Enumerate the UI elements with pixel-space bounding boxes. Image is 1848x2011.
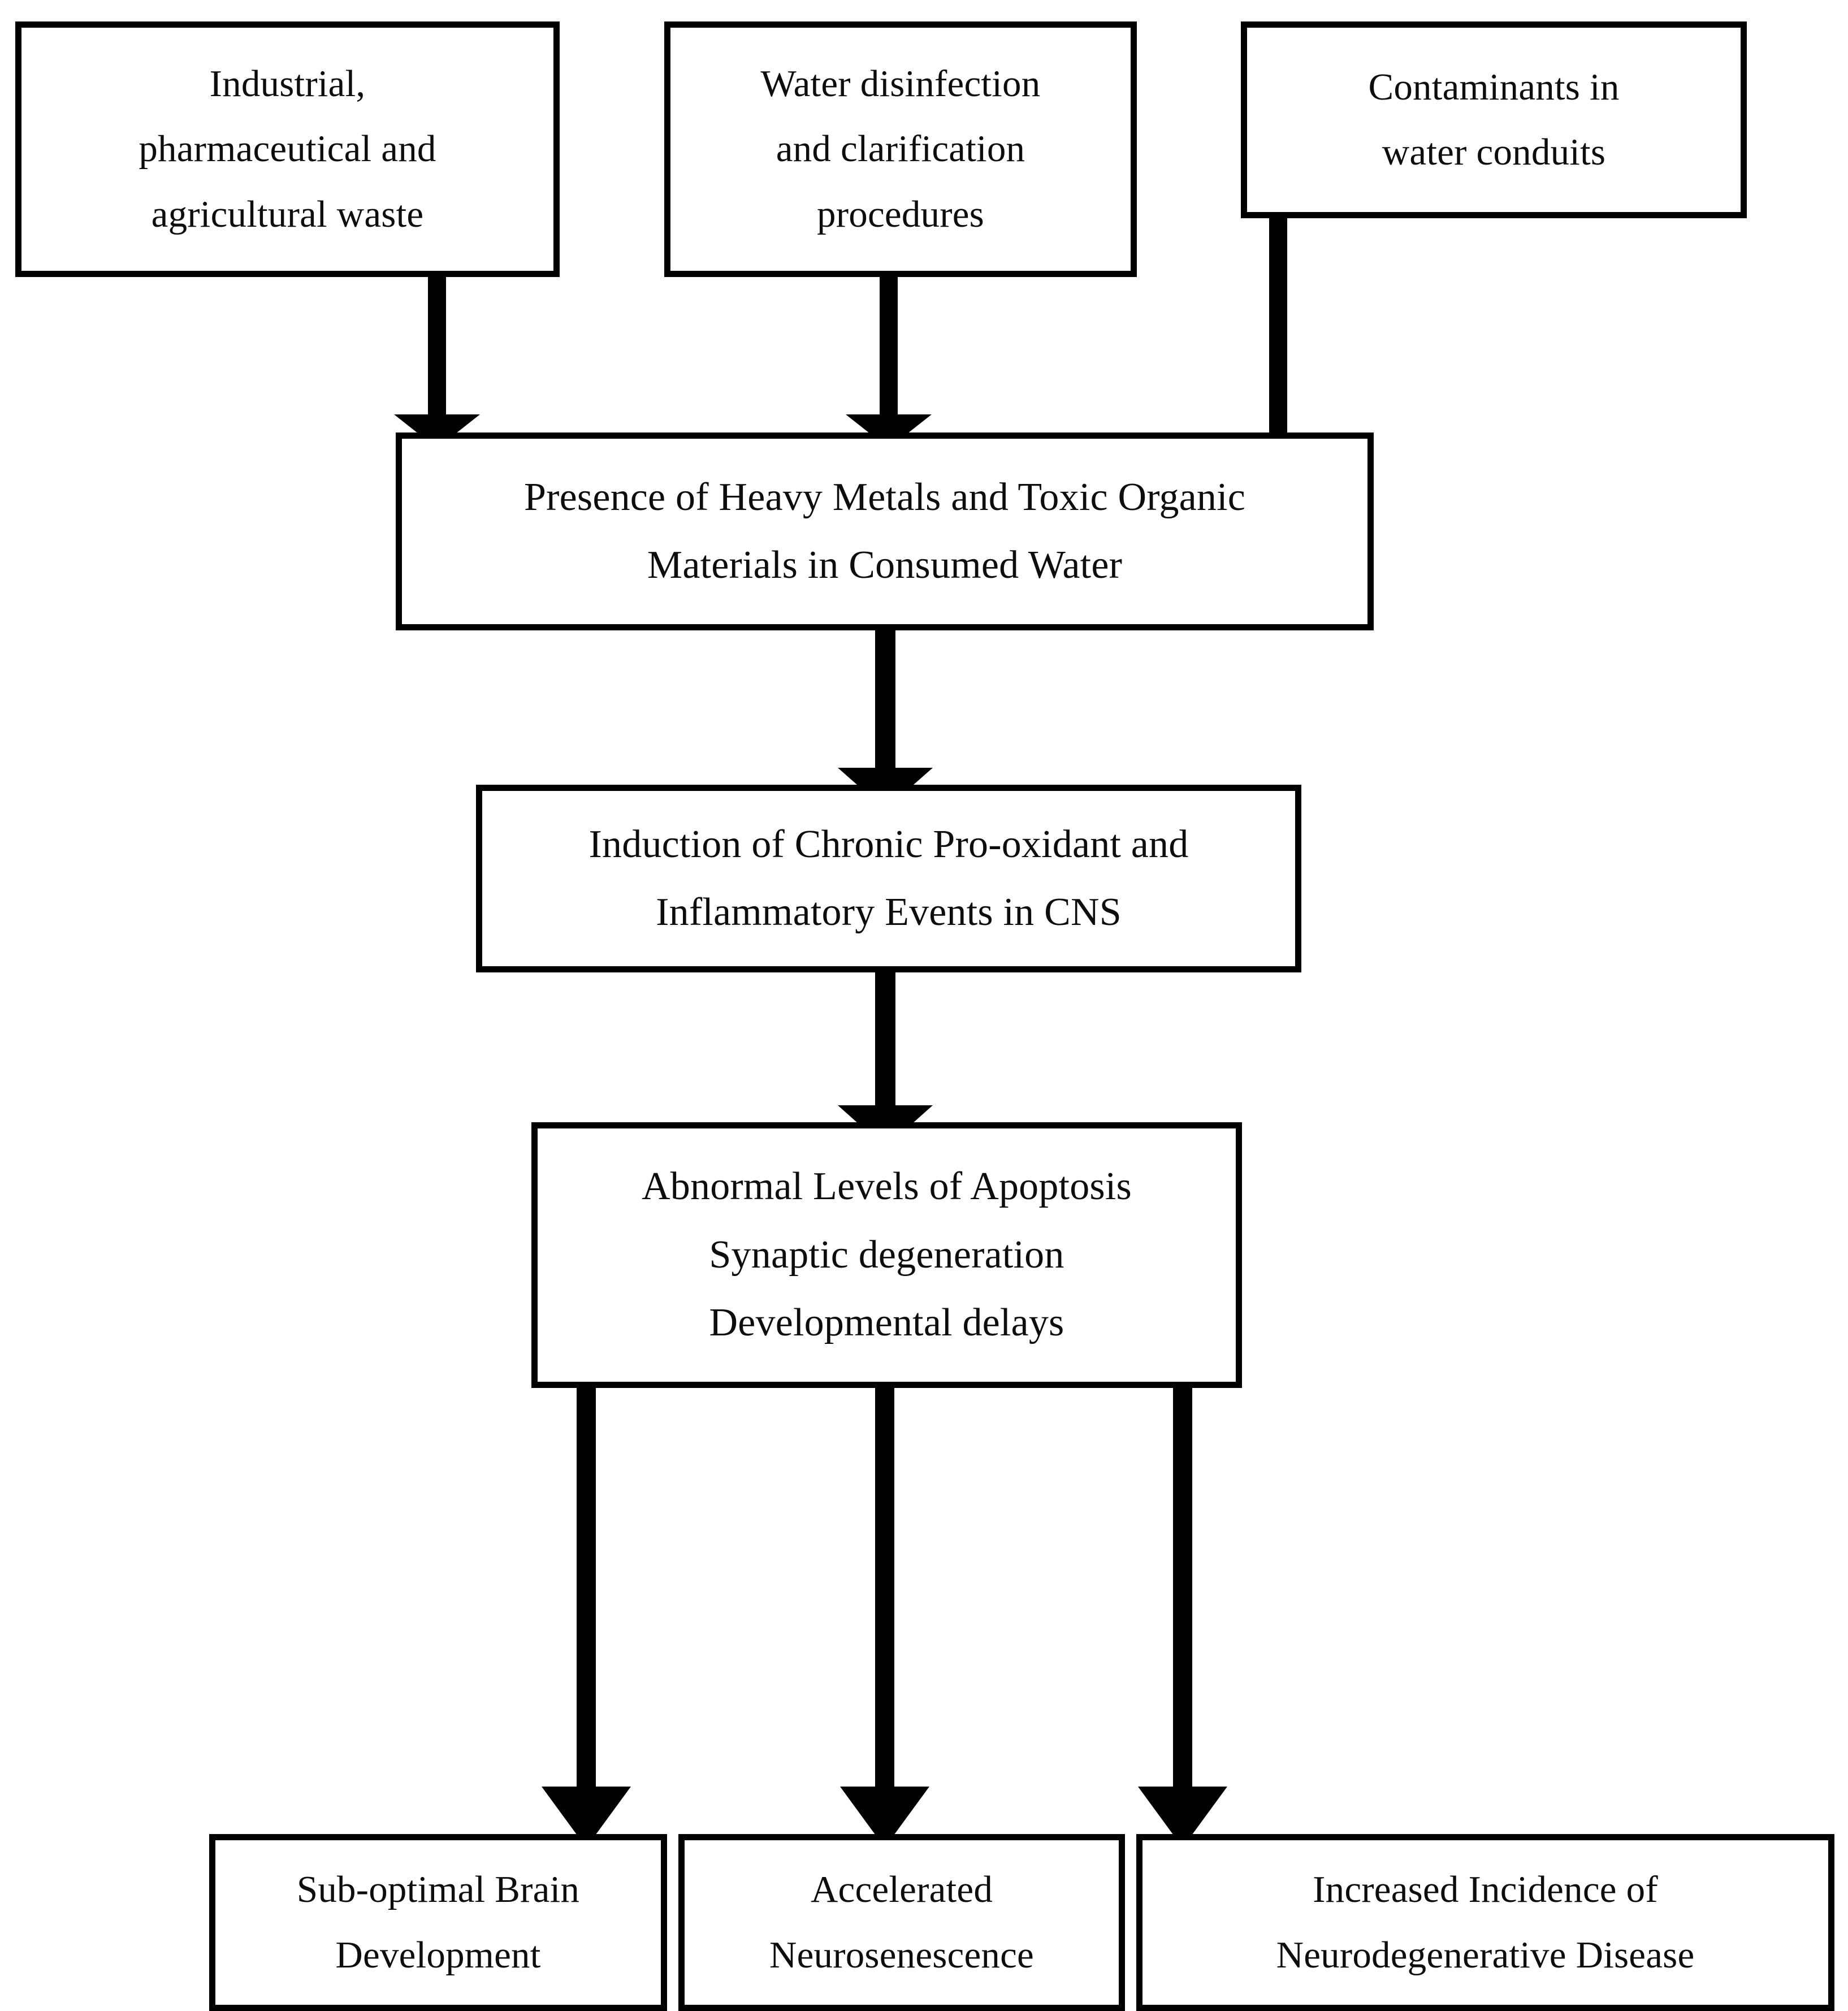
node-abnormal-apoptosis[interactable]: Abnormal Levels of Apoptosis Synaptic de… (531, 1122, 1242, 1388)
node-line: Water disinfection (760, 63, 1041, 105)
edge-apoptosis-to-suboptimal-brain (542, 1385, 631, 1848)
edge-heavymetals-to-prooxidant (838, 628, 933, 810)
node-line: Contaminants in (1368, 66, 1620, 108)
node-line: and clarification (776, 128, 1025, 170)
node-line: Developmental delays (709, 1301, 1064, 1345)
node-line: Neurodegenerative Disease (1276, 1934, 1695, 1976)
node-line: Neurosenescence (769, 1934, 1034, 1976)
edge-industrial-to-heavymetals (394, 260, 480, 448)
node-line: Inflammatory Events in CNS (656, 890, 1122, 934)
node-line: Development (335, 1934, 541, 1976)
node-contaminants-water-conduits[interactable]: Contaminants in water conduits (1241, 21, 1747, 218)
node-line: Presence of Heavy Metals and Toxic Organ… (523, 475, 1246, 519)
node-neurodegenerative-disease[interactable]: Increased Incidence of Neurodegenerative… (1136, 1834, 1834, 2011)
edge-disinfection-to-heavymetals (846, 260, 932, 448)
node-line: Induction of Chronic Pro-oxidant and (588, 822, 1189, 866)
node-line: Industrial, (209, 63, 366, 105)
node-line: procedures (817, 193, 984, 235)
node-line: Abnormal Levels of Apoptosis (642, 1165, 1132, 1209)
node-industrial-waste[interactable]: Industrial, pharmaceutical and agricultu… (15, 21, 560, 277)
node-line: Increased Incidence of (1313, 1869, 1658, 1911)
node-line: Sub-optimal Brain (296, 1869, 580, 1911)
node-line: Synaptic degeneration (709, 1232, 1064, 1277)
node-chronic-pro-oxidant-events[interactable]: Induction of Chronic Pro-oxidant and Inf… (476, 785, 1301, 972)
edge-apoptosis-to-neurodegenerative (1138, 1385, 1227, 1848)
node-sub-optimal-brain-development[interactable]: Sub-optimal Brain Development (209, 1834, 667, 2011)
node-water-disinfection[interactable]: Water disinfection and clarification pro… (664, 21, 1137, 277)
node-line: Accelerated (810, 1869, 993, 1911)
node-line: pharmaceutical and (139, 128, 436, 170)
node-heavy-metals-in-water[interactable]: Presence of Heavy Metals and Toxic Organ… (396, 433, 1374, 630)
node-line: water conduits (1382, 131, 1606, 173)
node-line: agricultural waste (151, 193, 424, 235)
edge-contaminants-to-heavymetals (1235, 218, 1321, 468)
edge-prooxidant-to-apoptosis (838, 970, 933, 1148)
edge-apoptosis-to-neurosenescence (840, 1385, 929, 1848)
node-accelerated-neurosenescence[interactable]: Accelerated Neurosenescence (678, 1834, 1125, 2011)
node-line: Materials in Consumed Water (647, 543, 1123, 587)
